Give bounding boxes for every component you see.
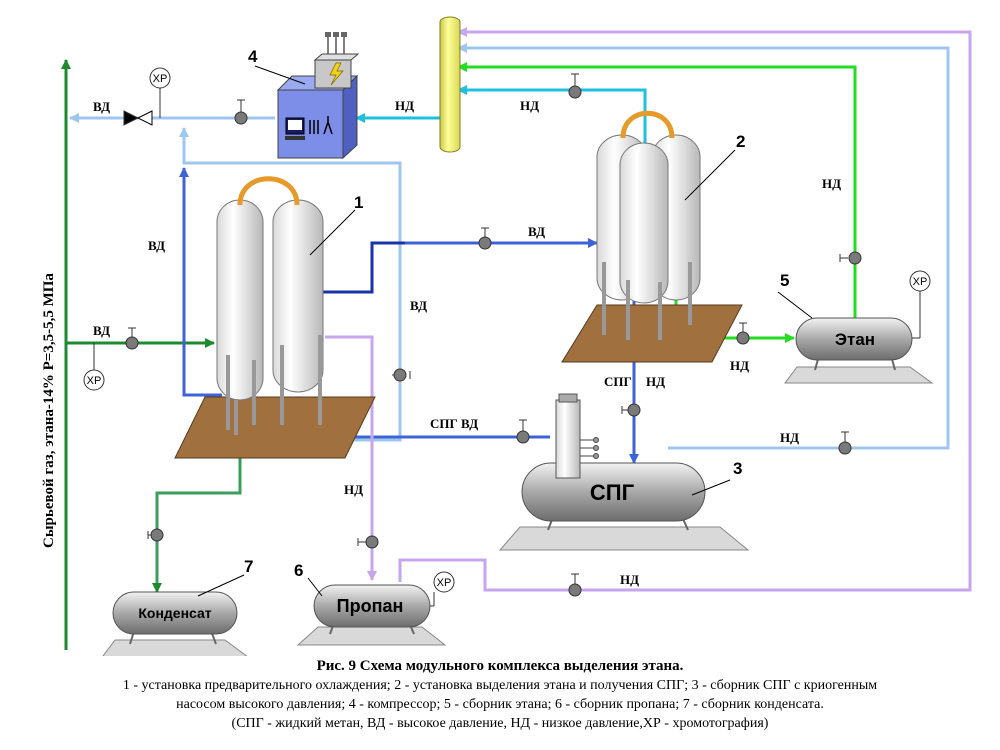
- flow-label-nd: НД: [620, 572, 639, 587]
- check-valve-icon: [123, 110, 153, 126]
- unit1-left-loop-line: [179, 167, 222, 397]
- flow-label-vd: ВД: [528, 224, 545, 239]
- xr-label: ХР: [913, 276, 928, 288]
- unit2-to-stack-line: [457, 85, 647, 145]
- flow-label-spg: СПГ: [604, 374, 632, 389]
- lightning-icon: [329, 62, 344, 86]
- unit2-ethane-separation: [561, 110, 743, 363]
- label-number-3: 3: [733, 459, 742, 478]
- unit1-to-propane-line: [325, 335, 377, 581]
- propane-tank-label: Пропан: [337, 596, 404, 616]
- valve-icon: [838, 431, 852, 455]
- valve-icon: [839, 251, 862, 265]
- vd-recycle-line: [179, 127, 402, 442]
- spg-tank-label: СПГ: [590, 480, 635, 505]
- compressor-4: [276, 32, 360, 160]
- valve-icon: [234, 99, 248, 125]
- label-number-5: 5: [780, 271, 789, 290]
- spg-tank: [498, 393, 750, 551]
- unit1-to-unit2-line: [323, 241, 405, 294]
- xr-label: ХР: [153, 73, 168, 85]
- label-number-6: 6: [294, 561, 303, 580]
- condensate-tank: [102, 591, 248, 656]
- caption-line: насосом высокого давления; 4 - компрессо…: [176, 697, 824, 712]
- condensate-tank-label: Конденсат: [138, 605, 211, 621]
- caption-line: (СПГ - жидкий метан, ВД - высокое давлен…: [231, 716, 769, 731]
- ethane-to-stack-line: [457, 62, 857, 318]
- flow-label-nd: НД: [730, 358, 749, 373]
- flow-label-spg-vd: СПГ ВД: [430, 416, 478, 431]
- xr-label: ХР: [87, 375, 102, 387]
- process-flow-diagram: ХР ХР ХР ХР 4 1 2 3 5 6 7 Этан СПГ Пропа…: [41, 16, 972, 656]
- valve-icon: [568, 73, 582, 99]
- flow-label-nd: НД: [520, 98, 539, 113]
- flow-label-nd: НД: [822, 176, 841, 191]
- xr-label: ХР: [437, 577, 452, 589]
- valve-icon: [621, 403, 641, 417]
- flow-label-nd: НД: [395, 98, 414, 113]
- flow-label-nd: НД: [780, 430, 799, 445]
- label-number-1: 1: [354, 193, 363, 212]
- label-number-2: 2: [736, 132, 745, 151]
- flow-label-nd: НД: [646, 374, 665, 389]
- valve-icon: [125, 327, 139, 350]
- label-number-4: 4: [248, 47, 258, 66]
- propane-recycle-line: [398, 27, 972, 592]
- ethane-tank-label: Этан: [835, 330, 875, 349]
- flare-stack: [439, 16, 461, 153]
- valve-icon: [478, 227, 492, 250]
- valve-icon: [568, 573, 582, 597]
- valve-icon: [736, 322, 750, 345]
- ethane-tank: [784, 317, 934, 384]
- unit1-precooling: [174, 176, 376, 459]
- propane-tank: [296, 584, 447, 646]
- valves: [123, 73, 862, 597]
- flow-label-vd: ВД: [93, 323, 110, 338]
- flow-label-vd: ВД: [148, 238, 165, 253]
- chromatography-points: ХР ХР ХР ХР: [83, 67, 931, 607]
- caption-line: 1 - установка предварительного охлаждени…: [122, 678, 878, 693]
- valve-icon: [516, 419, 530, 444]
- valve-icon: [147, 528, 164, 542]
- feed-gas-label: Сырьевой газ, этана-14% Р=3,5-5,5 МПа: [41, 273, 57, 548]
- figure-caption: Рис. 9 Схема модульного комплекса выделе…: [0, 656, 1000, 733]
- flow-label-vd: ВД: [410, 298, 427, 313]
- flow-label-vd: ВД: [93, 99, 110, 114]
- valve-icon: [357, 535, 379, 549]
- valve-icon: [392, 368, 411, 382]
- callouts: [197, 65, 813, 597]
- label-number-7: 7: [244, 557, 253, 576]
- flow-label-nd: НД: [344, 482, 363, 497]
- caption-title: Рис. 9 Схема модульного комплекса выделе…: [316, 658, 684, 674]
- spg-nd-line: [457, 43, 950, 450]
